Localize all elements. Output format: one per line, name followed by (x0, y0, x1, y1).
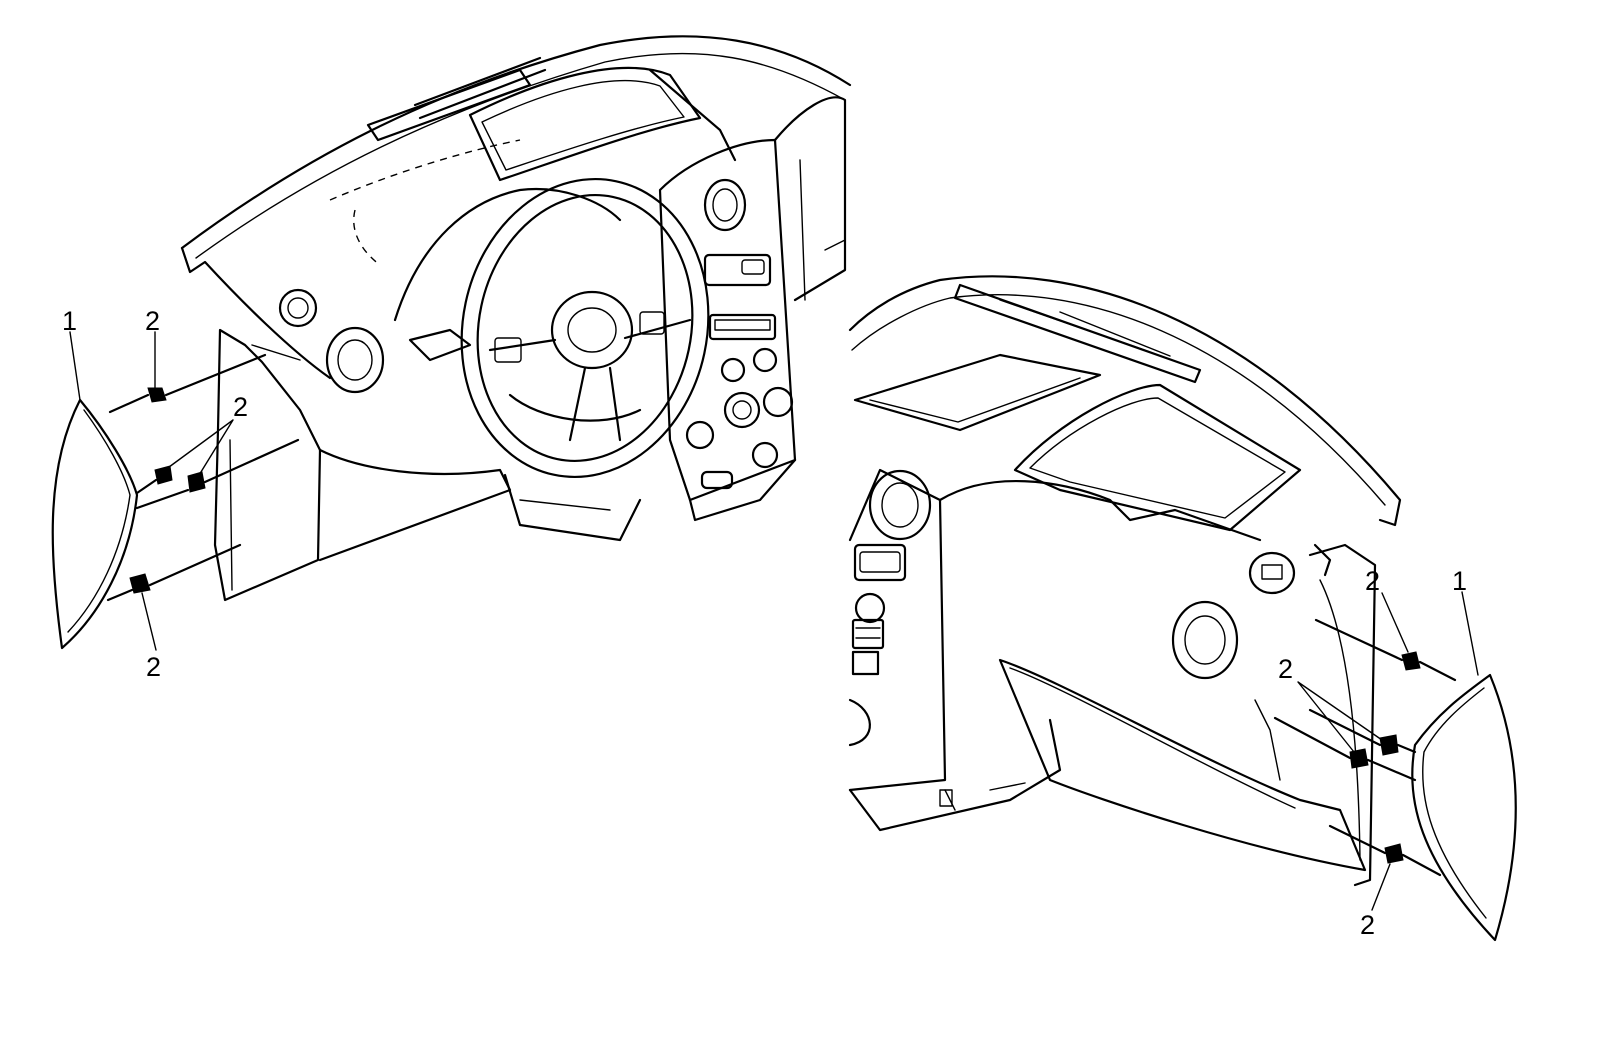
right-end-trim-panel (1411, 673, 1517, 942)
right-clip-middle-b (1273, 716, 1417, 782)
right-clip-bottom (1328, 824, 1442, 877)
callout-left-part: 1 (62, 306, 77, 336)
right-clip-top (1314, 618, 1457, 682)
callout-left-clip-bottom: 2 (146, 652, 161, 682)
callout-right-clip-top: 2 (1365, 566, 1380, 596)
center-stack-right (848, 468, 947, 792)
callout-right-clip-bottom: 2 (1360, 910, 1375, 940)
left-instrument-panel-view (51, 35, 852, 651)
left-clip-middle-a (135, 465, 173, 495)
right-clip-middle-a (1308, 708, 1417, 756)
steering-wheel (460, 178, 710, 478)
left-clip-bottom (106, 543, 242, 602)
callout-right-part: 1 (1452, 566, 1467, 596)
left-clip-top (108, 353, 267, 414)
callout-left-clip-top: 2 (145, 306, 160, 336)
right-instrument-panel-view (848, 275, 1517, 942)
left-clip-middle-b (135, 438, 300, 510)
center-stack-left (658, 138, 797, 522)
callout-right-clip-middle: 2 (1278, 654, 1293, 684)
left-end-trim-panel (51, 398, 139, 650)
callout-left-clip-middle: 2 (233, 392, 248, 422)
